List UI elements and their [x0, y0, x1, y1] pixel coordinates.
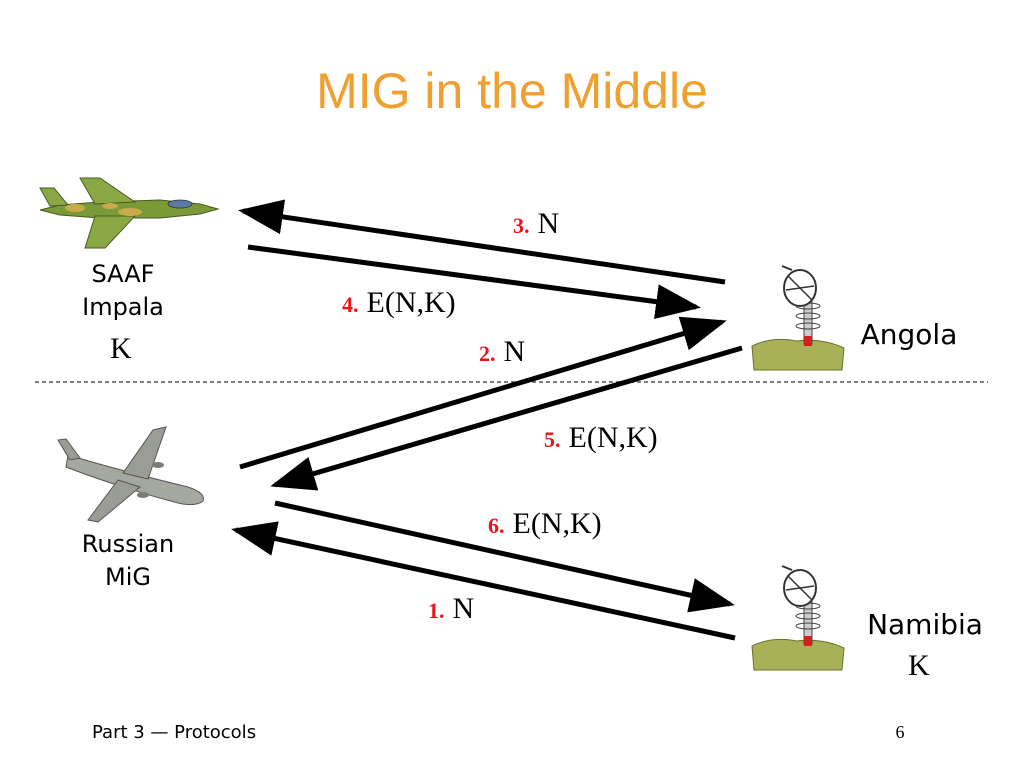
- arrow-1: [231, 521, 736, 641]
- message-1-text: N: [452, 592, 475, 625]
- saaf-line1: SAAF: [91, 260, 155, 288]
- angola-label: Angola: [860, 318, 958, 351]
- radar-dish-icon-angola: [751, 265, 845, 371]
- message-5-number: 5.: [544, 427, 561, 452]
- slide-title: MIG in the Middle: [316, 63, 708, 119]
- message-6-text: E(N,K): [512, 507, 602, 540]
- arrow-2: [239, 316, 727, 470]
- message-2-number: 2.: [479, 341, 496, 366]
- arrow-5: [270, 345, 743, 491]
- saaf-line2: Impala: [82, 293, 164, 321]
- message-3-number: 3.: [513, 213, 530, 238]
- message-1: 1. N: [428, 591, 474, 629]
- message-2-text: N: [503, 335, 526, 368]
- namibia-key: K: [908, 649, 930, 682]
- message-2: 2. N: [479, 334, 525, 372]
- footer-section-label: Part 3 — Protocols: [92, 722, 257, 743]
- message-4-number: 4.: [342, 292, 359, 317]
- mig-label: Russian MiG: [68, 528, 188, 594]
- namibia-label: Namibia: [867, 608, 983, 641]
- arrow-3: [238, 199, 726, 285]
- arrow-6: [274, 500, 735, 613]
- radar-dish-icon-namibia: [751, 565, 845, 671]
- message-6: 6. E(N,K): [488, 506, 602, 544]
- fighter-jet-icon: [39, 177, 220, 249]
- message-6-number: 6.: [488, 513, 505, 538]
- saaf-label: SAAF Impala: [68, 258, 178, 324]
- message-3: 3. N: [513, 206, 559, 244]
- mig-line1: Russian: [81, 530, 175, 558]
- arrow-4: [247, 244, 701, 320]
- message-1-number: 1.: [428, 598, 445, 623]
- message-5: 5. E(N,K): [544, 420, 658, 458]
- message-4: 4. E(N,K): [342, 285, 456, 323]
- message-3-text: N: [537, 207, 560, 240]
- mig-line2: MiG: [105, 563, 151, 591]
- message-5-text: E(N,K): [568, 421, 658, 454]
- page-number: 6: [895, 722, 905, 742]
- message-4-text: E(N,K): [366, 286, 456, 319]
- airliner-icon: [57, 426, 204, 523]
- saaf-key: K: [110, 332, 132, 365]
